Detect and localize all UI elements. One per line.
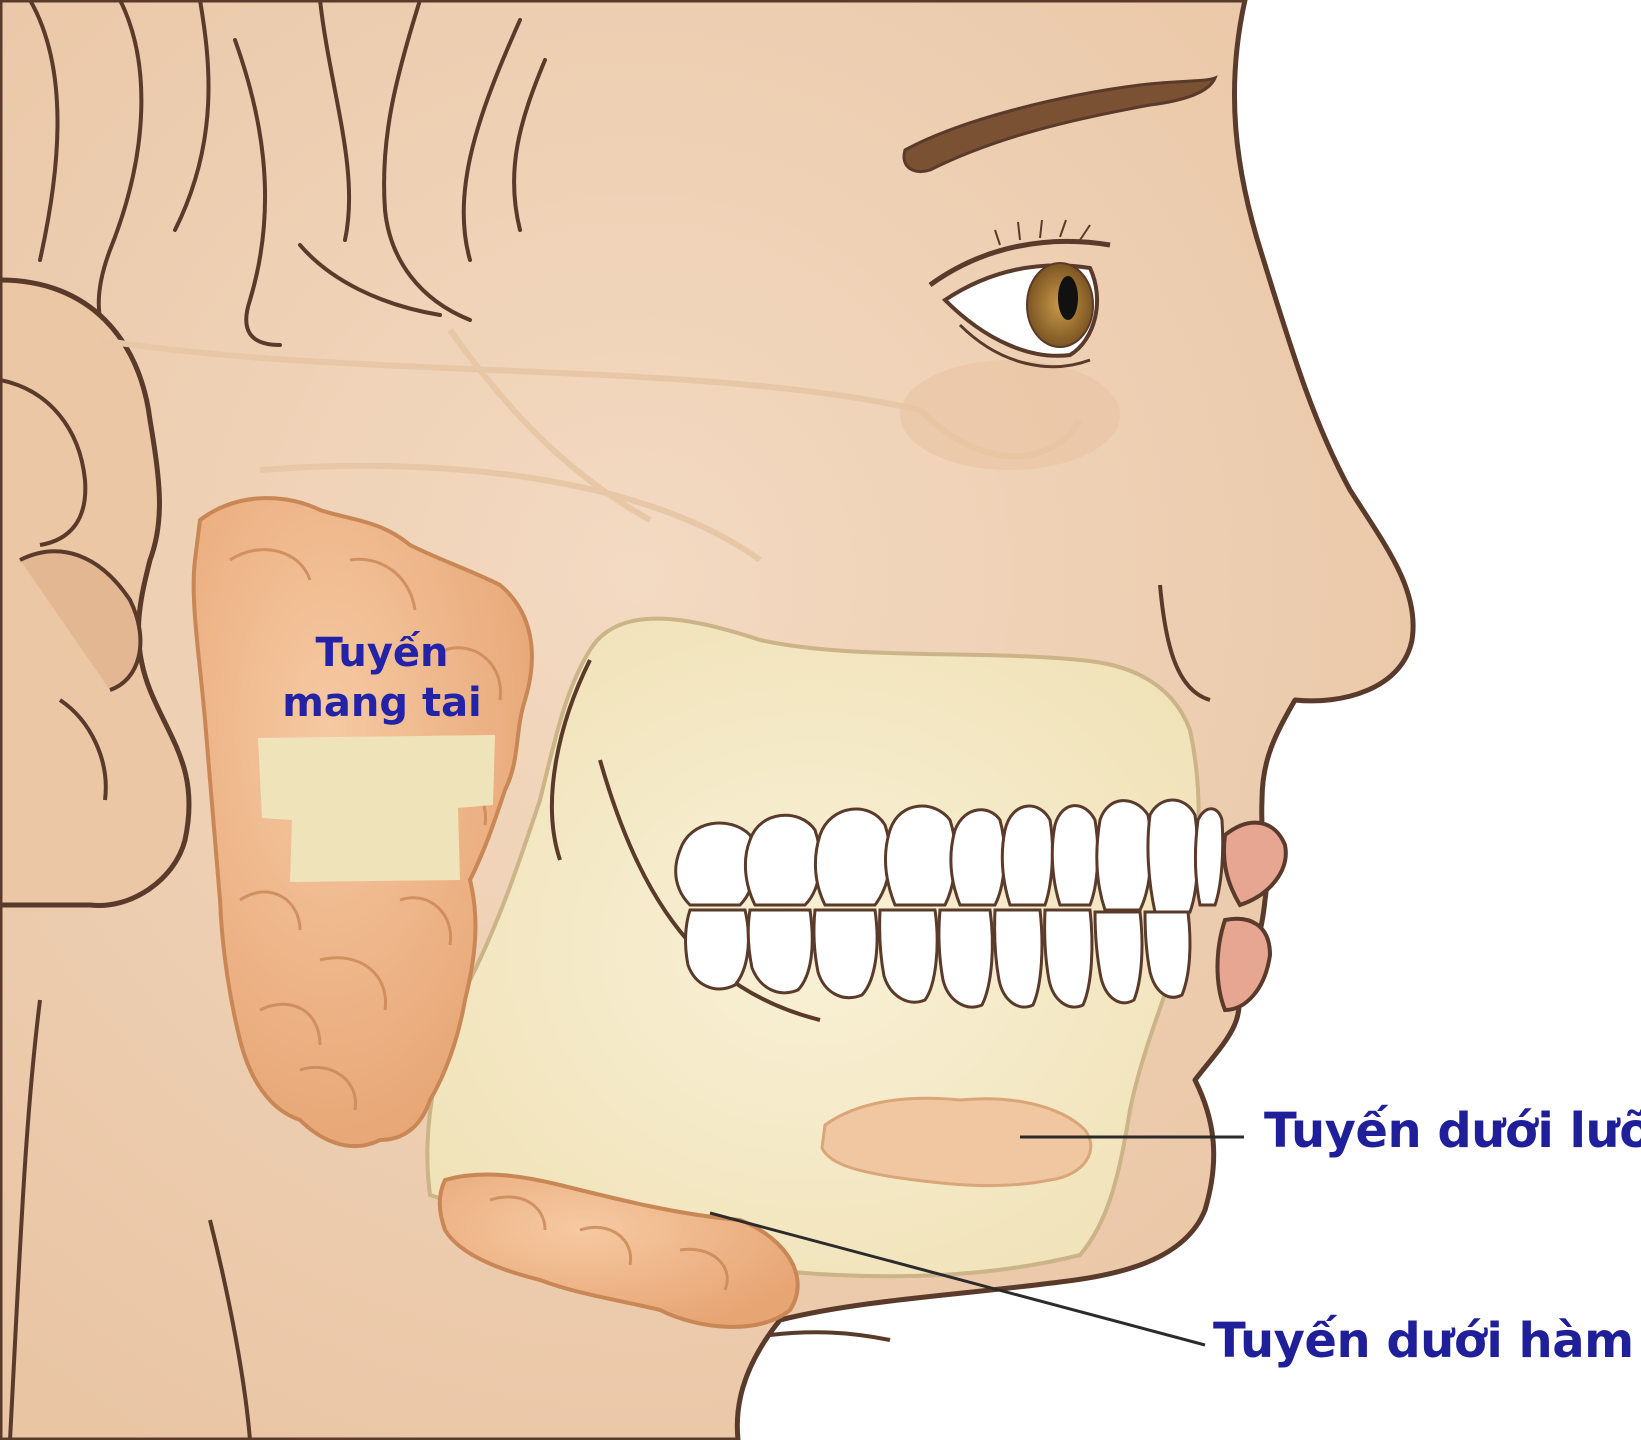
submandibular-gland-label: Tuyến dưới hàm bbox=[1213, 1317, 1634, 1365]
parotid-label-line2: mang tai bbox=[262, 678, 502, 728]
parotid-gland-label: Tuyến mang tai bbox=[262, 628, 502, 728]
sublingual-gland-label: Tuyến dưới lưỡi bbox=[1264, 1107, 1641, 1155]
cheek-shade bbox=[900, 360, 1120, 470]
pupil bbox=[1058, 276, 1078, 320]
parotid-label-line1: Tuyến bbox=[262, 628, 502, 678]
